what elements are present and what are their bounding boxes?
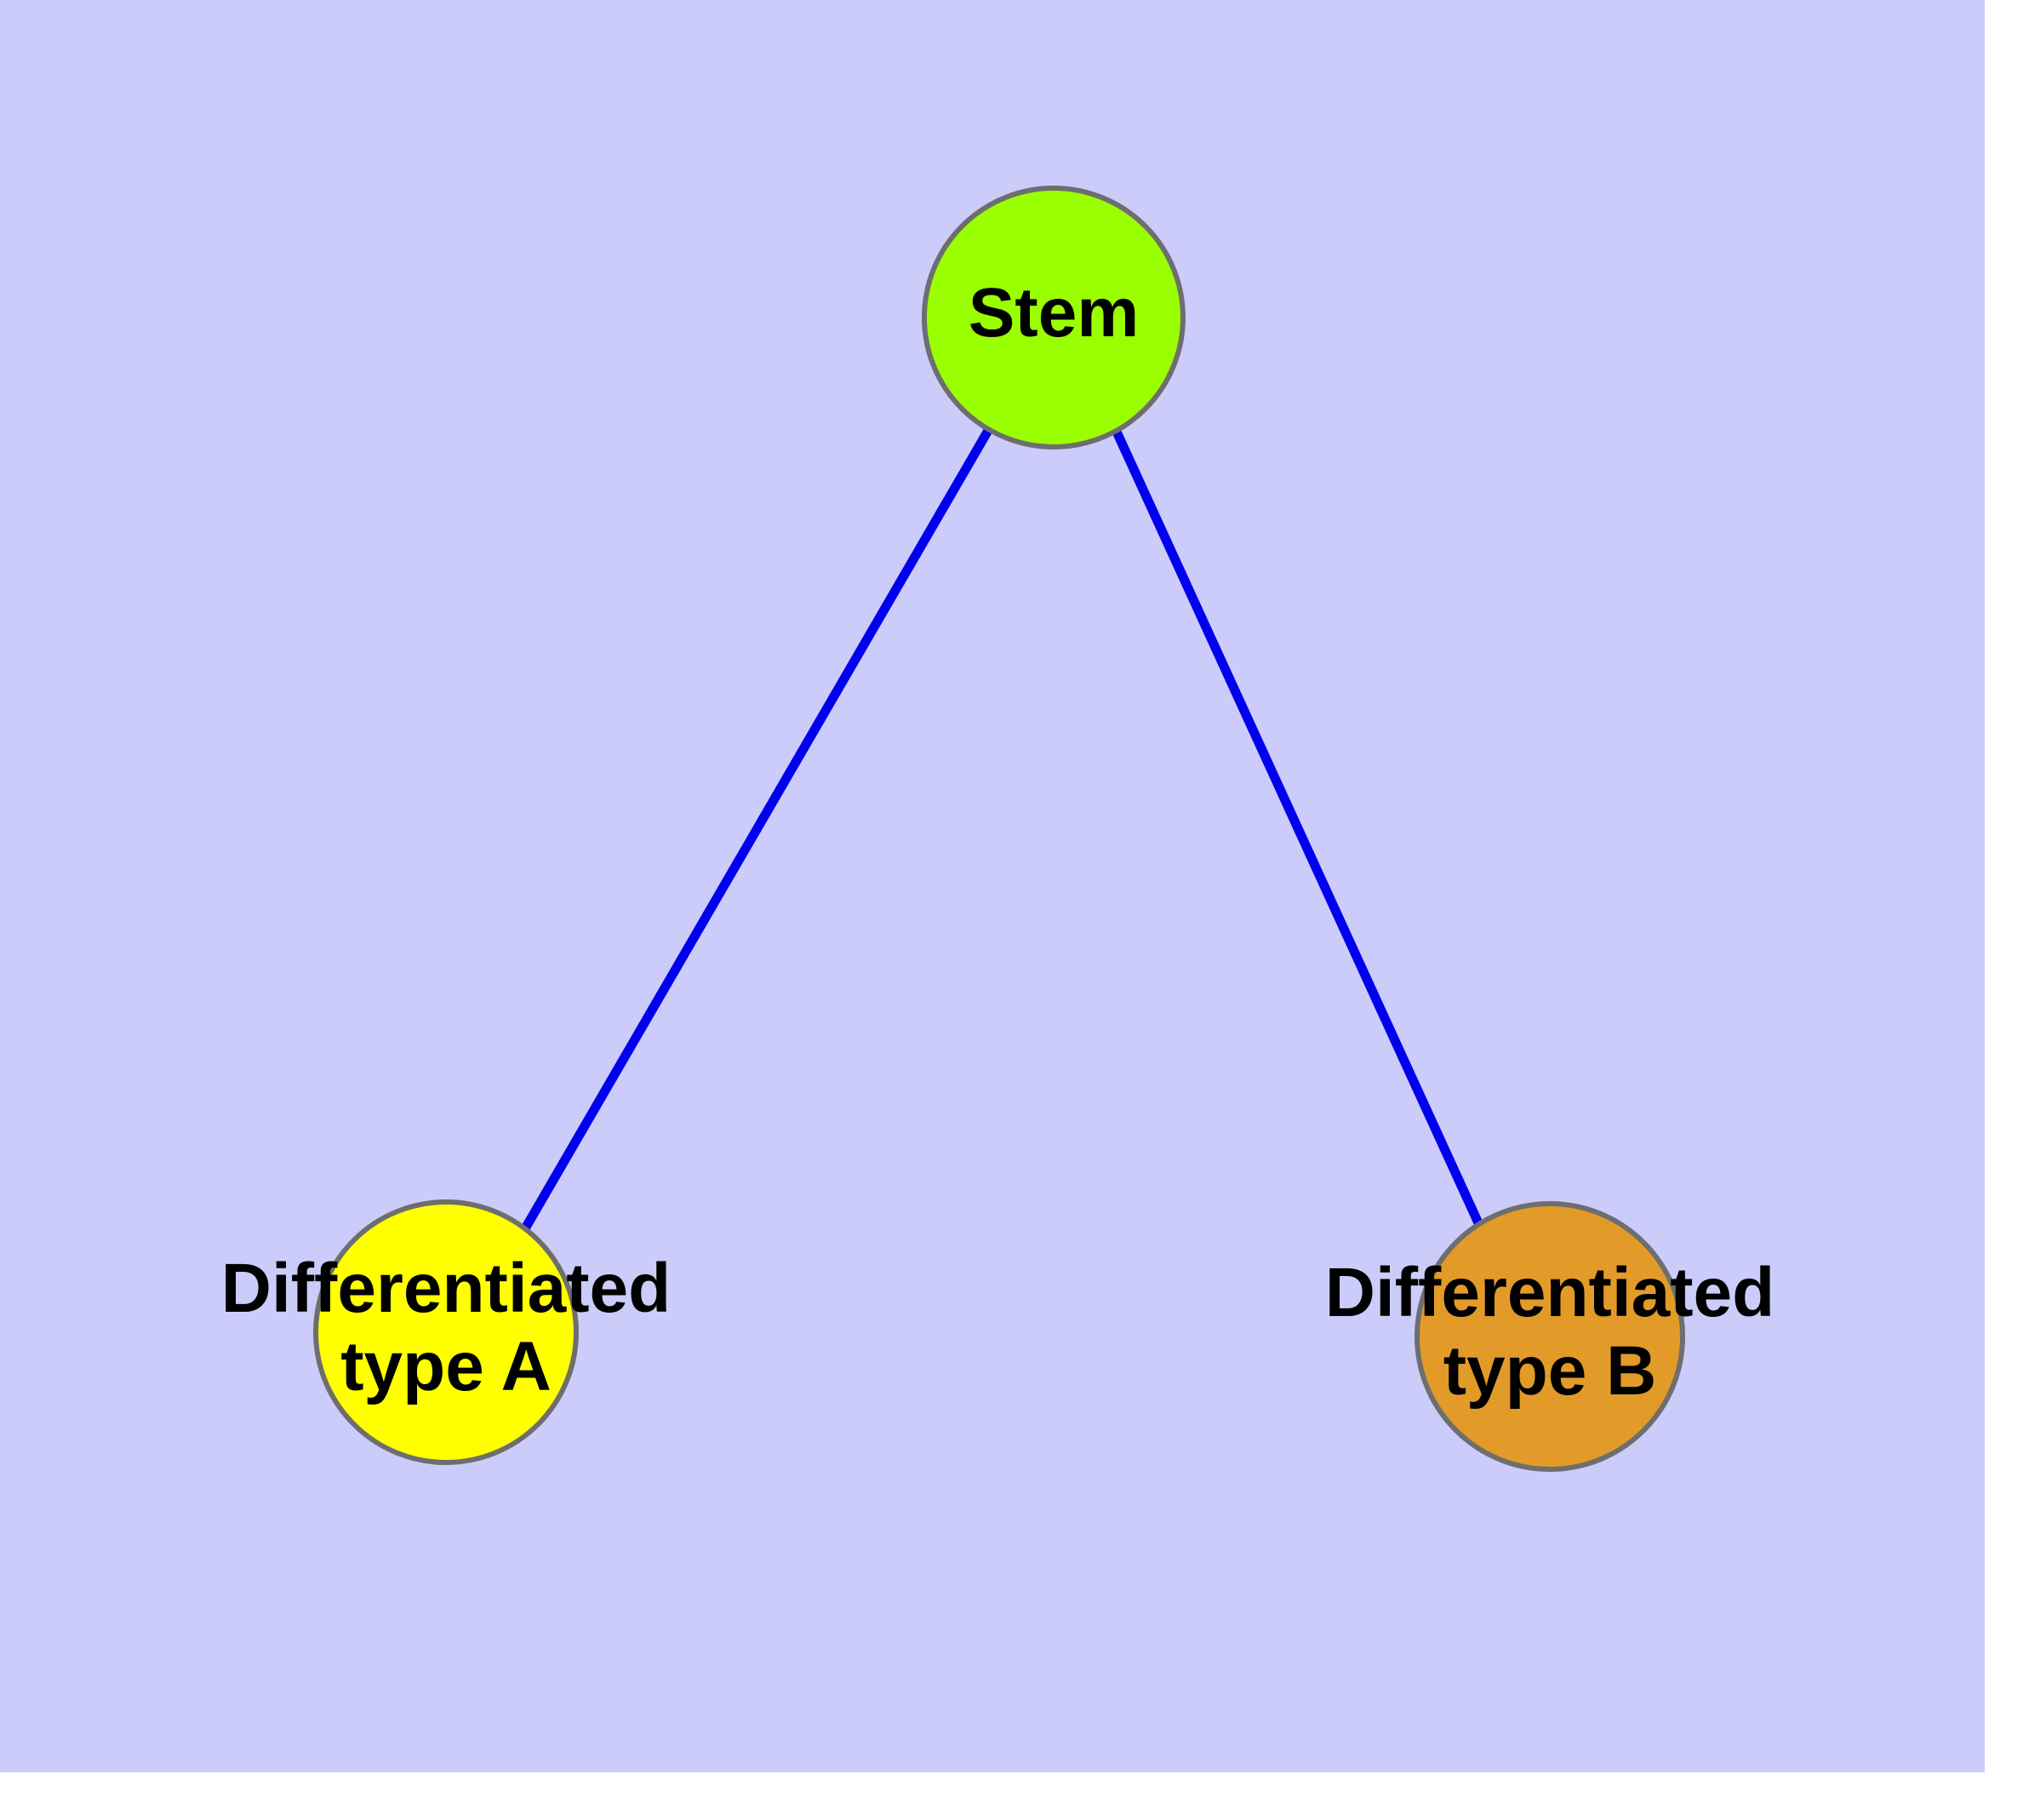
nodes-layer — [313, 186, 1685, 1472]
node-label-stem: Stem — [969, 274, 1140, 352]
node-differentiated-type-b[interactable] — [1415, 1201, 1685, 1472]
edge-stem-to-differentiated-type-b — [1111, 427, 1485, 1229]
node-label-line: Stem — [969, 274, 1140, 352]
node-stem[interactable] — [922, 186, 1186, 449]
node-differentiated-type-a[interactable] — [313, 1199, 579, 1465]
edges-layer — [520, 426, 1485, 1233]
node-label-line: Differentiated — [221, 1250, 672, 1327]
node-label-line: type B — [1443, 1332, 1657, 1410]
node-label-line: Differentiated — [1325, 1254, 1775, 1331]
node-label-line: type A — [340, 1328, 552, 1405]
edge-stem-to-differentiated-type-a — [520, 426, 993, 1233]
